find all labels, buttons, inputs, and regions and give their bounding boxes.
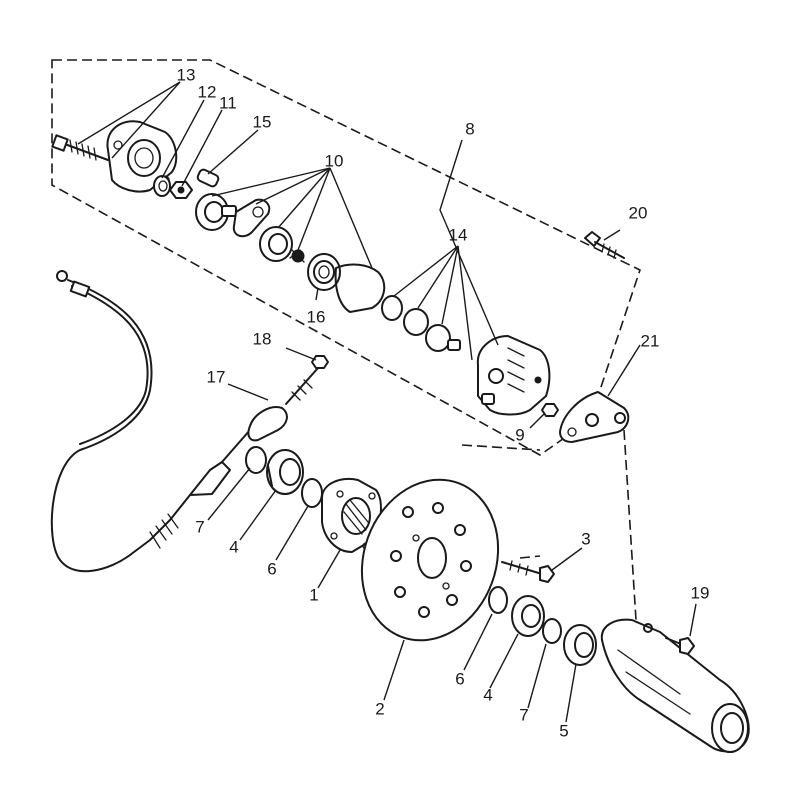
bolt-20 xyxy=(584,231,625,259)
seal-16 xyxy=(307,253,341,291)
hub-1 xyxy=(321,478,382,553)
nut-18 xyxy=(311,355,329,369)
callout-10: 10 xyxy=(325,151,344,170)
bearing-4-left xyxy=(266,449,304,495)
callout-17: 17 xyxy=(207,367,226,386)
callout-4-left: 4 xyxy=(229,537,238,556)
bolt-3 xyxy=(501,560,555,583)
callout-11: 11 xyxy=(219,93,237,112)
callout-14: 14 xyxy=(449,225,468,244)
callout-7-left: 7 xyxy=(195,517,204,536)
leader-lines xyxy=(77,81,697,723)
gasket xyxy=(334,263,386,313)
callout-20: 20 xyxy=(629,203,648,222)
bolt-13 xyxy=(51,134,109,161)
callout-6-left: 6 xyxy=(267,559,276,578)
callout-5: 5 xyxy=(559,721,568,740)
nut-9 xyxy=(541,403,559,417)
callout-18: 18 xyxy=(253,329,272,348)
callout-1: 1 xyxy=(309,585,318,604)
o-ring-6-left xyxy=(301,478,323,508)
callout-numbers: 13 12 11 15 10 8 14 20 16 18 21 17 9 7 4… xyxy=(177,65,710,740)
callout-12: 12 xyxy=(198,82,217,101)
adjuster-15 xyxy=(196,168,220,188)
bolt-19 xyxy=(665,637,695,655)
callout-13: 13 xyxy=(177,65,196,84)
callout-15: 15 xyxy=(253,112,272,131)
caliper-body xyxy=(476,335,551,416)
callout-4-right: 4 xyxy=(483,685,492,704)
piston-assembly-10 xyxy=(195,193,305,263)
seal-5 xyxy=(563,624,597,666)
callout-3: 3 xyxy=(581,529,590,548)
callout-21: 21 xyxy=(641,331,660,350)
nut-11 xyxy=(169,181,193,199)
o-ring-6-right xyxy=(488,586,508,614)
assembly-boundary xyxy=(51,59,641,456)
callout-7-right: 7 xyxy=(519,705,528,724)
brake-disc-2 xyxy=(360,478,500,642)
bearing-4-right xyxy=(511,595,545,637)
washer-12 xyxy=(153,175,171,197)
brake-cable-17 xyxy=(50,270,319,573)
callout-6-right: 6 xyxy=(455,669,464,688)
bracket-21 xyxy=(559,391,630,443)
o-ring-7-right xyxy=(542,618,562,644)
callout-9: 9 xyxy=(515,425,524,444)
callout-2: 2 xyxy=(375,699,384,718)
callout-19: 19 xyxy=(691,583,710,602)
callout-8: 8 xyxy=(465,119,474,138)
o-rings-14 xyxy=(381,295,461,352)
callout-16: 16 xyxy=(307,307,326,326)
axle-housing xyxy=(600,618,750,753)
o-ring-7-left xyxy=(245,446,267,474)
